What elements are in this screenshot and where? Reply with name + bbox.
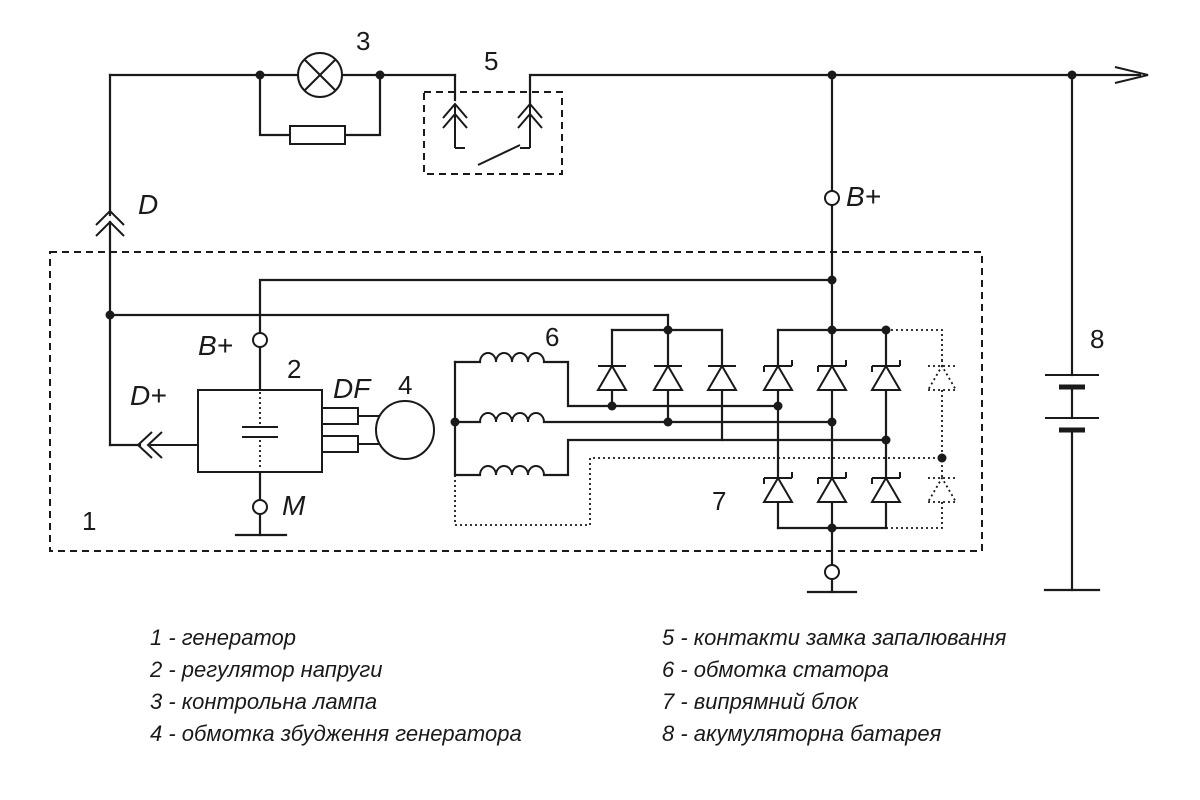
d-plus-connector-icon <box>136 431 198 459</box>
label-lamp: 3 <box>356 26 370 56</box>
legend-item: 8 - акумуляторна батарея <box>662 721 942 746</box>
stator-winding-icon <box>453 352 942 526</box>
label-generator: 1 <box>82 506 96 536</box>
voltage-regulator <box>197 389 382 473</box>
lamp-resistor <box>289 125 346 145</box>
label-terminal-df: DF <box>333 373 372 404</box>
battery-icon <box>1043 374 1101 592</box>
label-ignition: 5 <box>484 46 498 76</box>
legend: 1 - генератор 2 - регулятор напруги 3 - … <box>149 625 1007 746</box>
ignition-contacts-icon <box>442 102 543 166</box>
legend-item: 6 - обмотка статора <box>662 657 889 682</box>
rectifier-block <box>596 328 958 594</box>
label-terminal-d: D <box>138 189 158 220</box>
label-excitation: 4 <box>398 370 412 400</box>
ignition-switch-box <box>423 91 563 175</box>
label-terminal-b-plus-top: B+ <box>846 181 881 212</box>
warning-lamp-icon <box>297 52 343 98</box>
top-wiring <box>108 73 1142 592</box>
legend-item: 2 - регулятор напруги <box>149 657 382 682</box>
label-terminal-m: M <box>282 490 306 521</box>
ground-terminal <box>824 564 840 580</box>
legend-item: 7 - випрямний блок <box>662 689 860 714</box>
internal-wiring <box>108 278 834 537</box>
label-rectifier: 7 <box>712 486 726 516</box>
excitation-winding-icon <box>375 400 435 460</box>
legend-item: 1 - генератор <box>150 625 296 650</box>
legend-item: 5 - контакти замка запалювання <box>662 625 1007 650</box>
label-regulator: 2 <box>287 354 301 384</box>
legend-item: 4 - обмотка збудження генератора <box>150 721 522 746</box>
b-plus-terminal <box>824 190 840 206</box>
regulator-b-plus-terminal <box>252 332 268 348</box>
legend-item: 3 - контрольна лампа <box>150 689 377 714</box>
label-terminal-b-plus-reg: B+ <box>198 330 233 361</box>
label-battery: 8 <box>1090 324 1104 354</box>
label-stator: 6 <box>545 322 559 352</box>
m-terminal <box>252 499 268 515</box>
generator-boundary <box>49 251 983 552</box>
output-arrow-icon <box>1114 66 1149 84</box>
d-connector-icon <box>95 209 125 447</box>
label-terminal-d-plus: D+ <box>130 380 167 411</box>
